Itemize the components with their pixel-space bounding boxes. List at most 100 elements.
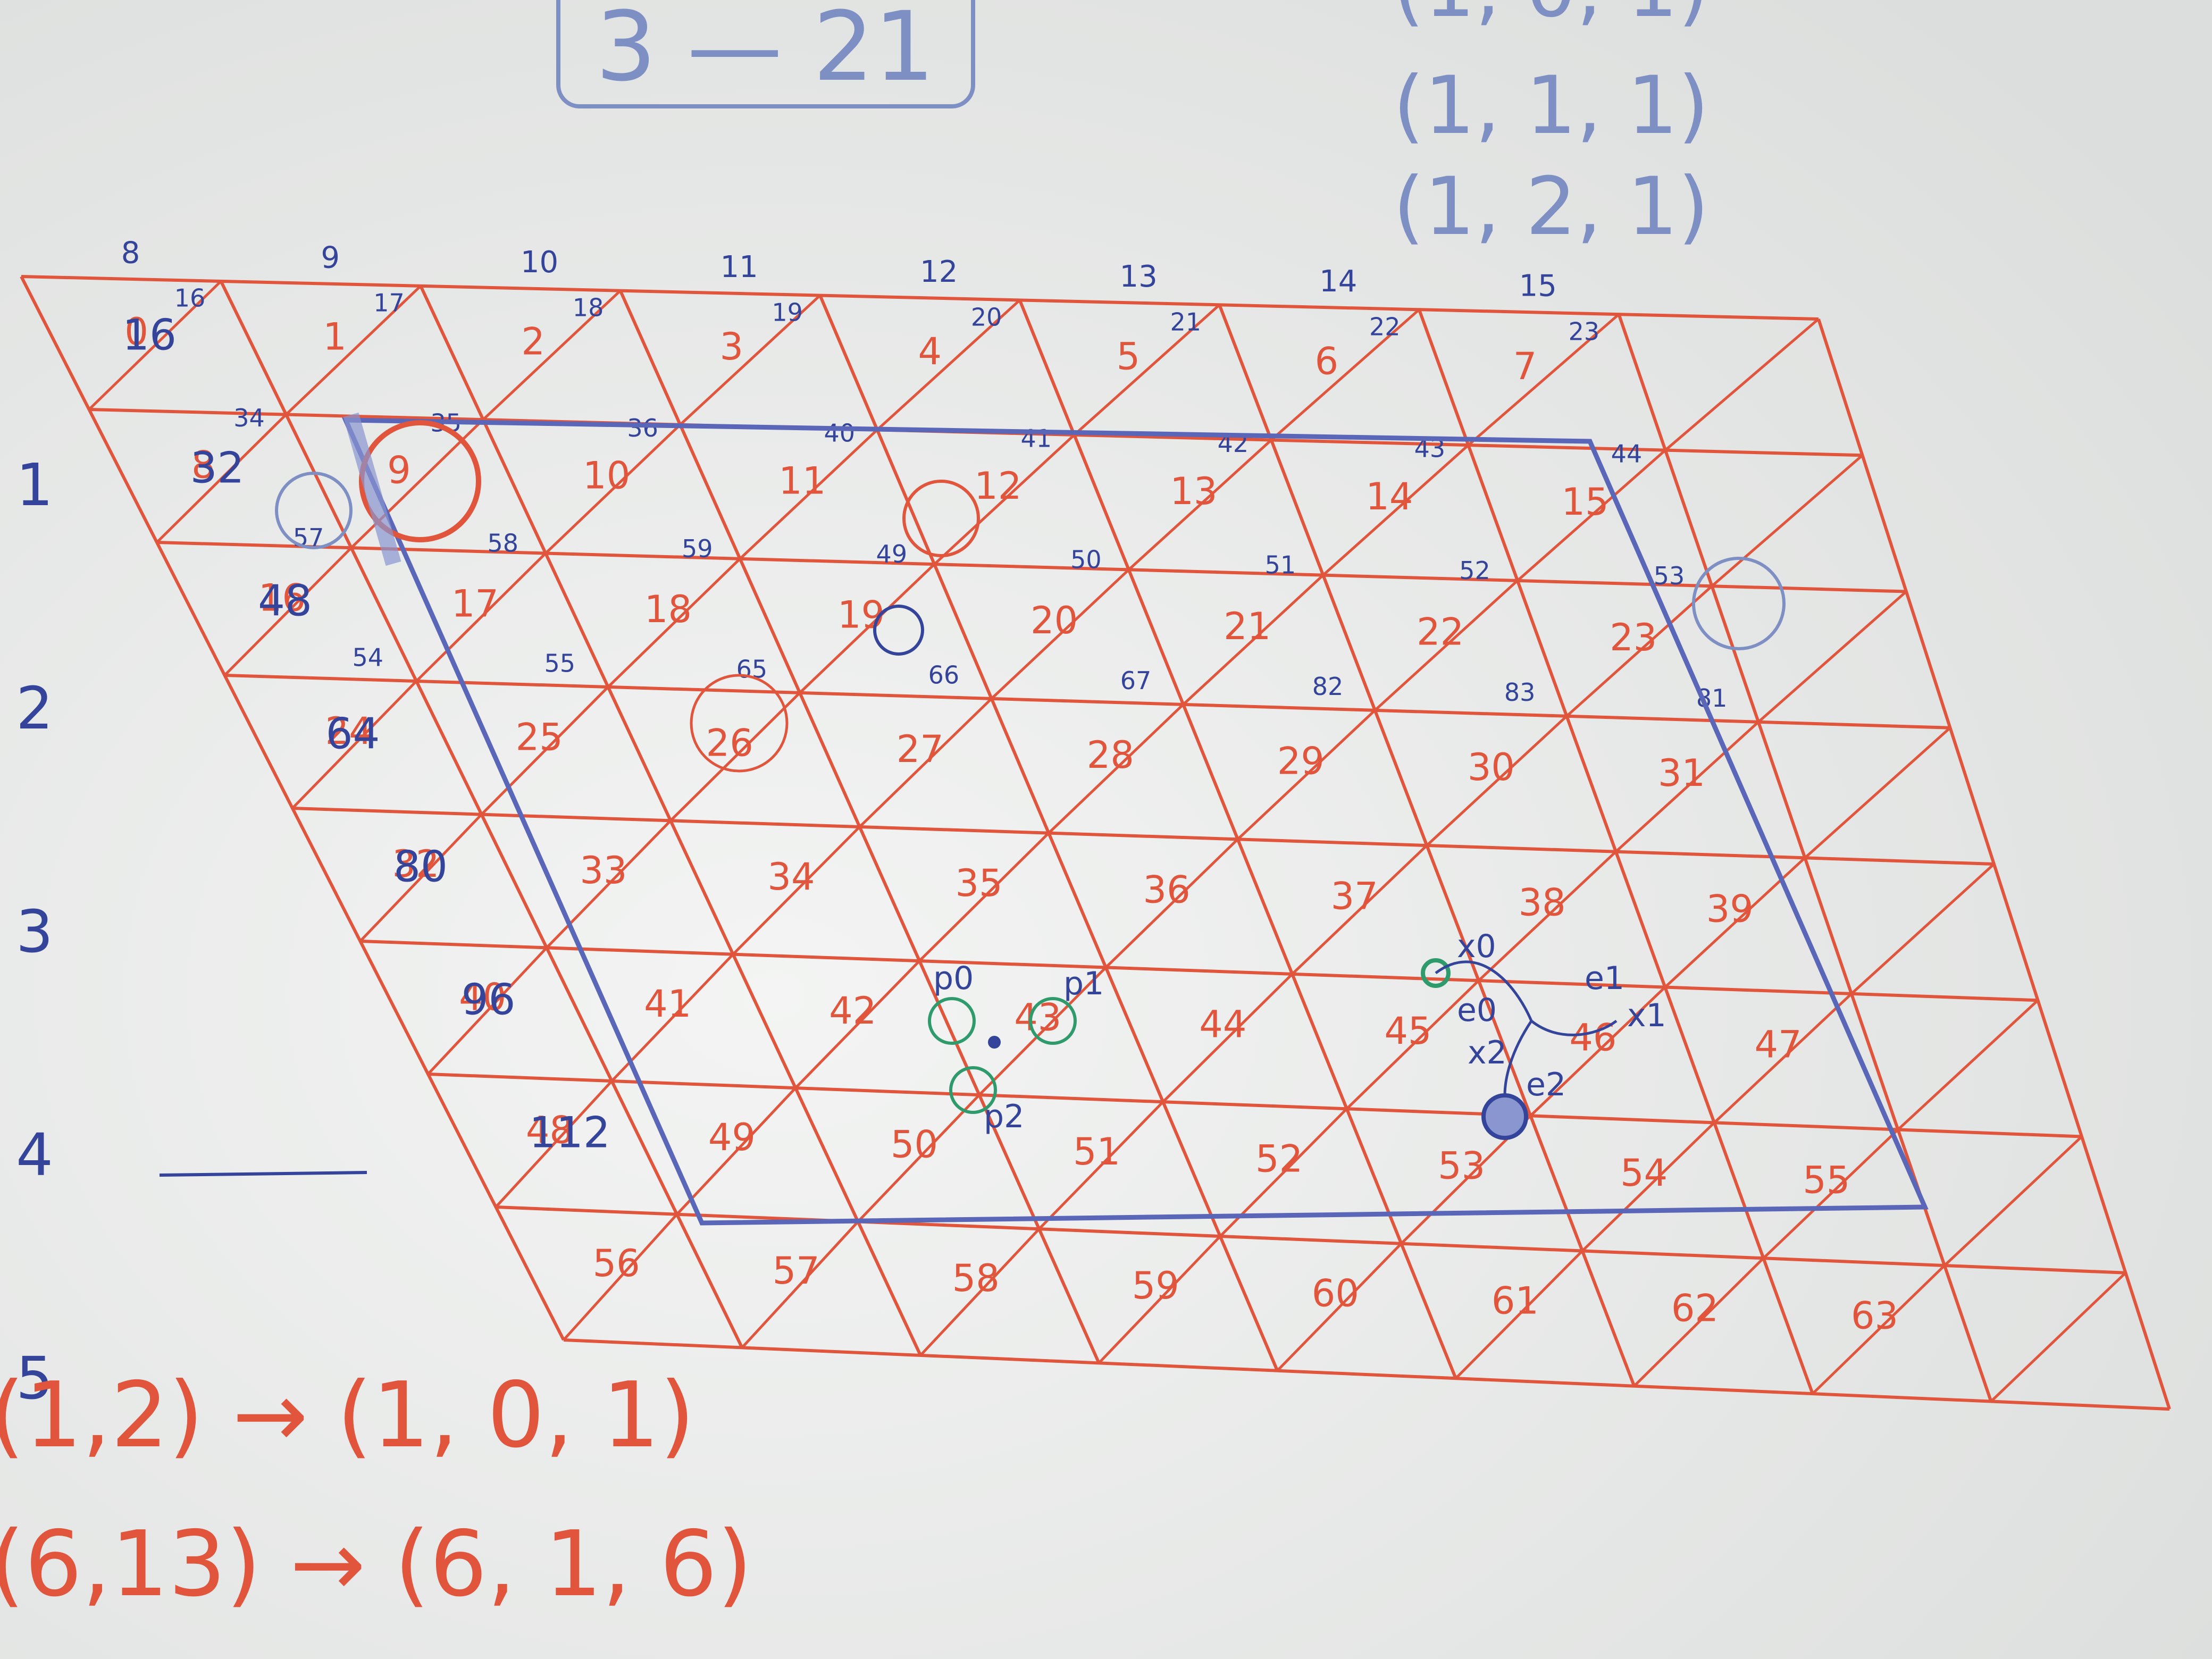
cell-number-red: 58 <box>952 1256 1000 1300</box>
cell-number-red: 35 <box>955 861 1002 905</box>
cell-number-red: 41 <box>644 982 691 1026</box>
row-start-index: 32 <box>190 443 245 493</box>
tuple-2: (1, 2, 1) <box>1393 161 1709 253</box>
grid-diagonal <box>1664 318 1820 451</box>
triangle-grid <box>20 275 2171 1411</box>
grid-diagonal <box>1322 444 1470 576</box>
cell-number-blue: 58 <box>487 529 518 557</box>
x1-label: x1 <box>1627 997 1666 1034</box>
center-dot <box>988 1036 1001 1049</box>
grid-diagonal <box>1467 313 1620 446</box>
cell-number-red: 18 <box>644 588 692 631</box>
column-label: 14 <box>1319 264 1357 299</box>
grid-row-line <box>563 1338 2170 1411</box>
grid-diagonal <box>676 1087 797 1216</box>
cell-number-red: 31 <box>1658 751 1705 795</box>
x0-label: x0 <box>1457 928 1496 965</box>
column-label: 15 <box>1519 269 1557 304</box>
cell-number-blue: 59 <box>682 534 713 563</box>
grid-diagonal <box>1990 1271 2127 1403</box>
cell-number-blue: 40 <box>824 419 855 448</box>
cell-number-red: 20 <box>1030 599 1078 642</box>
cell-number-blue: 18 <box>573 293 604 322</box>
cell-number-red: 34 <box>767 855 815 899</box>
cell-number-blue: 22 <box>1369 312 1401 341</box>
cell-number-red: 17 <box>451 582 499 625</box>
smudge-mark <box>343 412 401 566</box>
cell-number-blue: 49 <box>876 540 908 568</box>
grid-diagonal <box>1762 1128 1899 1260</box>
p1-label: p1 <box>1063 965 1104 1002</box>
top-box: 3 — 21 <box>556 0 975 108</box>
cell-number-red: 10 <box>583 454 630 497</box>
grid-diagonal <box>1516 449 1666 582</box>
cell-number-red: 7 <box>1513 345 1537 388</box>
grid-diagonal <box>1073 304 1221 436</box>
p0-circle <box>928 997 976 1045</box>
e1-label: e1 <box>1585 960 1624 997</box>
grid-diagonal <box>1276 1243 1403 1372</box>
highlight-51 <box>873 605 924 656</box>
grid-diagonal <box>799 563 935 694</box>
cell-number-blue: 20 <box>971 303 1002 331</box>
cell-number-red: 39 <box>1706 887 1754 931</box>
p0-label: p0 <box>933 960 974 997</box>
cell-number-red: 0 <box>124 310 148 354</box>
cell-number-red: 40 <box>459 975 506 1019</box>
annotations: p0 p1 p2 x0 e0 e1 x1 x2 e2 <box>275 412 1786 1140</box>
grid-diagonal <box>482 289 622 421</box>
cell-number-red: 25 <box>516 715 563 759</box>
grid-diagonal <box>1455 1250 1583 1379</box>
cell-number-red: 32 <box>392 842 439 886</box>
cell-number-red: 4 <box>918 330 942 373</box>
column-label: 9 <box>321 240 340 275</box>
grid-diagonal <box>1038 1101 1164 1230</box>
grid-row-line <box>21 275 1819 321</box>
grid-diagonal <box>1270 308 1420 441</box>
cell-number-red: 14 <box>1365 475 1413 518</box>
cell-number-red: 49 <box>708 1116 756 1159</box>
cell-number-blue: 53 <box>1654 562 1685 590</box>
cell-number-blue: 50 <box>1070 545 1102 574</box>
cell-number-red: 50 <box>891 1122 938 1166</box>
grid-diagonal <box>1048 703 1185 834</box>
cell-number-red: 60 <box>1312 1271 1359 1315</box>
cell-number-red: 45 <box>1384 1009 1431 1053</box>
cell-number-blue: 34 <box>233 404 265 432</box>
cell-number-red: 5 <box>1117 334 1141 378</box>
cell-number-blue: 23 <box>1569 317 1600 346</box>
grid-diagonal <box>919 1228 1040 1356</box>
cell-number-red: 1 <box>323 315 347 358</box>
cell-number-red: 55 <box>1803 1159 1850 1202</box>
cell-number-red: 57 <box>773 1249 820 1293</box>
grid-diagonal <box>1565 585 1713 717</box>
mapping-1: (6,13) → (6, 1, 6) <box>0 1512 752 1617</box>
cell-number-blue: 67 <box>1120 666 1152 695</box>
grid-row-line <box>156 541 1907 593</box>
grid-diagonal <box>1162 973 1294 1103</box>
cell-number-red: 2 <box>521 320 545 364</box>
grid-diagonal <box>1897 999 2039 1131</box>
cell-number-red: 54 <box>1620 1151 1668 1195</box>
cell-number-red: 43 <box>1014 996 1061 1040</box>
grid-diagonal <box>1374 580 1519 711</box>
cell-number-red: 13 <box>1170 470 1217 513</box>
grid-row-line <box>428 1073 2082 1138</box>
row-label: 3 <box>16 898 53 966</box>
cell-number-red: 59 <box>1132 1264 1179 1308</box>
target-blob <box>1481 1093 1528 1140</box>
grid-diagonal <box>1713 993 1853 1124</box>
x2-label: x2 <box>1468 1034 1507 1071</box>
grid-diagonal <box>858 698 993 828</box>
grid-diagonal <box>1529 986 1666 1117</box>
cell-number-red: 6 <box>1315 340 1339 383</box>
grid-diagonal <box>991 568 1130 700</box>
cell-number-red: 12 <box>974 464 1021 508</box>
highlight-24 <box>275 472 353 549</box>
row-label: 4 <box>16 1121 53 1189</box>
column-label: 8 <box>121 236 140 270</box>
grid-diagonal <box>359 813 483 942</box>
grid-diagonal <box>1943 1135 2083 1267</box>
tuple-0: (1, 0, 1) <box>1393 0 1709 35</box>
